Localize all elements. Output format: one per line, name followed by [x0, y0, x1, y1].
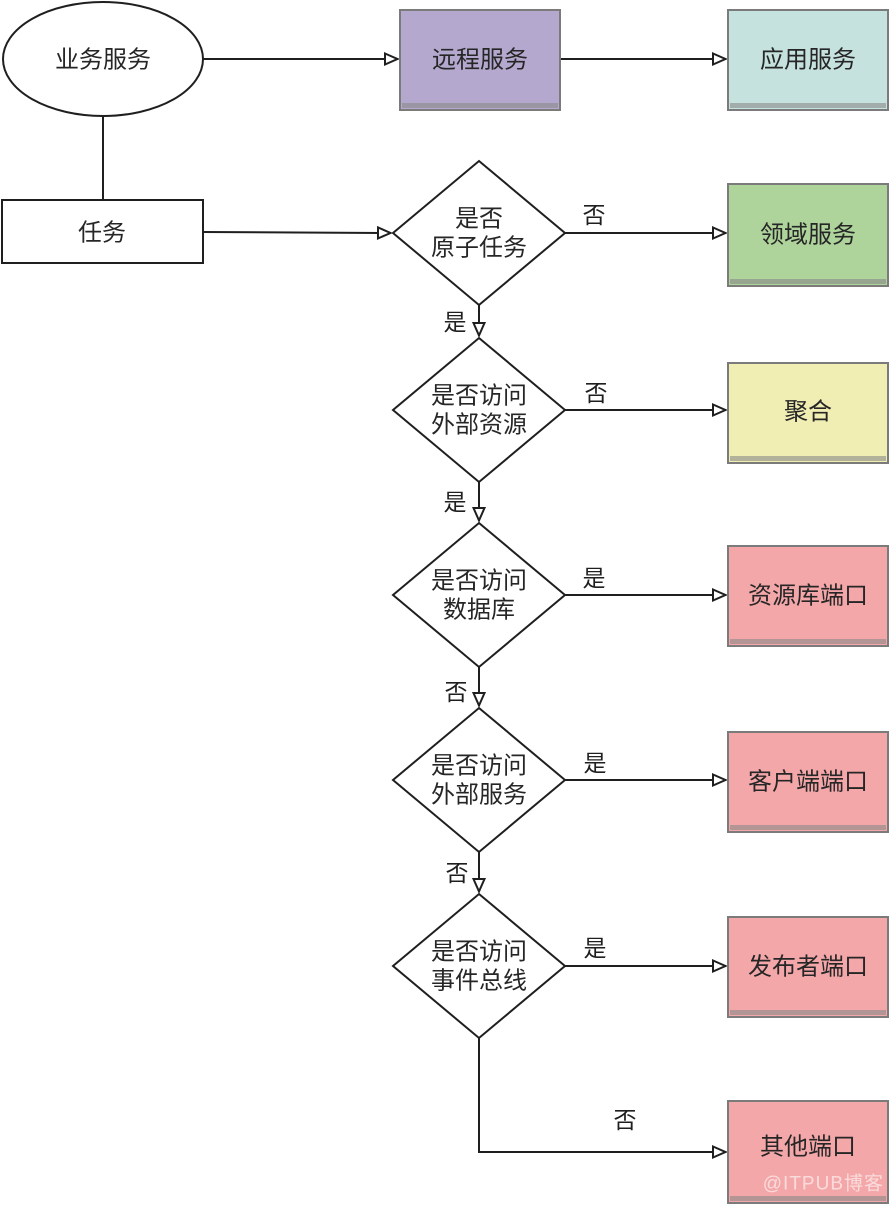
- node-domain-service: 领域服务: [727, 183, 889, 287]
- edge-label-resource-no: 否: [585, 380, 608, 406]
- decision-external-resource-line2: 外部资源: [431, 412, 527, 439]
- decision-external-resource-shape: [391, 336, 567, 484]
- task-shape: [1, 199, 204, 264]
- app-service-shadow: [730, 103, 886, 108]
- edge-label-atomic-yes: 是: [444, 309, 467, 335]
- decision-atomic-line2: 原子任务: [431, 235, 527, 262]
- decision-database-shape: [391, 521, 567, 669]
- domain-service-shadow: [730, 279, 886, 284]
- decision-external-service-line1: 是否访问: [431, 753, 527, 780]
- edge-label-atomic-no: 否: [583, 202, 606, 228]
- publisher-port-label: 发布者端口: [748, 954, 868, 981]
- decision-database-line1: 是否访问: [431, 568, 527, 595]
- decision-event-bus-shape: [391, 892, 567, 1040]
- remote-service-shape: [399, 9, 561, 111]
- node-repository-port: 资源库端口: [727, 545, 889, 647]
- decision-database-line2: 数据库: [443, 597, 515, 624]
- edge-label-database-yes: 是: [583, 565, 606, 591]
- node-decision-event-bus: 是否访问 事件总线: [391, 892, 567, 1040]
- app-service-label: 应用服务: [760, 47, 856, 74]
- edge-label-service-no: 否: [446, 860, 469, 886]
- client-port-shadow: [730, 825, 886, 830]
- other-port-shape: [727, 1100, 889, 1204]
- node-decision-external-service: 是否访问 外部服务: [391, 706, 567, 854]
- node-decision-atomic: 是否 原子任务: [391, 159, 567, 307]
- decision-atomic-shape: [391, 159, 567, 307]
- domain-service-shape: [727, 183, 889, 287]
- edge-label-eventbus-yes: 是: [584, 935, 607, 961]
- node-aggregate: 聚合: [727, 362, 889, 464]
- business-service-shape: [2, 1, 204, 117]
- aggregate-shape: [727, 362, 889, 464]
- edges: [102, 59, 726, 1152]
- aggregate-shadow: [730, 456, 886, 461]
- decision-external-service-shape: [391, 706, 567, 854]
- client-port-label: 客户端端口: [748, 769, 868, 796]
- remote-service-label: 远程服务: [432, 47, 528, 74]
- node-decision-external-resource: 是否访问 外部资源: [391, 336, 567, 484]
- node-client-port: 客户端端口: [727, 731, 889, 833]
- aggregate-label: 聚合: [784, 399, 832, 426]
- node-task: 任务: [1, 199, 204, 264]
- decision-atomic-line1: 是否: [455, 206, 503, 233]
- repository-port-label: 资源库端口: [748, 583, 868, 610]
- task-label: 任务: [78, 220, 126, 247]
- node-app-service: 应用服务: [727, 9, 889, 111]
- edge-eventbus-no-to-other: [478, 1038, 726, 1152]
- repository-port-shadow: [730, 639, 886, 644]
- edge-label-database-no: 否: [445, 679, 468, 705]
- other-port-shadow: [730, 1196, 886, 1201]
- app-service-shape: [727, 9, 889, 111]
- client-port-shape: [727, 731, 889, 833]
- node-decision-database: 是否访问 数据库: [391, 521, 567, 669]
- publisher-port-shape: [727, 916, 889, 1018]
- decision-event-bus-line2: 事件总线: [431, 968, 527, 995]
- edge-label-service-yes: 是: [584, 750, 607, 776]
- edge-label-resource-yes: 是: [444, 489, 467, 515]
- edge-task-to-decision-atomic: [202, 232, 391, 233]
- watermark-text: @ITPUB博客: [763, 1173, 884, 1195]
- node-remote-service: 远程服务: [399, 9, 561, 111]
- edge-labels: 否 是 否 是 是 否 是 否 是 否: [444, 202, 637, 1133]
- node-other-port: 其他端口 @ITPUB博客: [727, 1100, 889, 1204]
- remote-service-shadow: [402, 103, 558, 108]
- edge-label-eventbus-no: 否: [614, 1107, 637, 1133]
- other-port-label: 其他端口: [760, 1134, 856, 1161]
- node-business-service: 业务服务: [2, 1, 204, 117]
- publisher-port-shadow: [730, 1010, 886, 1015]
- repository-port-shape: [727, 545, 889, 647]
- decision-external-service-line2: 外部服务: [431, 782, 527, 809]
- decision-event-bus-line1: 是否访问: [431, 939, 527, 966]
- domain-service-label: 领域服务: [760, 222, 856, 249]
- decision-external-resource-line1: 是否访问: [431, 383, 527, 410]
- node-publisher-port: 发布者端口: [727, 916, 889, 1018]
- business-service-label: 业务服务: [55, 47, 151, 74]
